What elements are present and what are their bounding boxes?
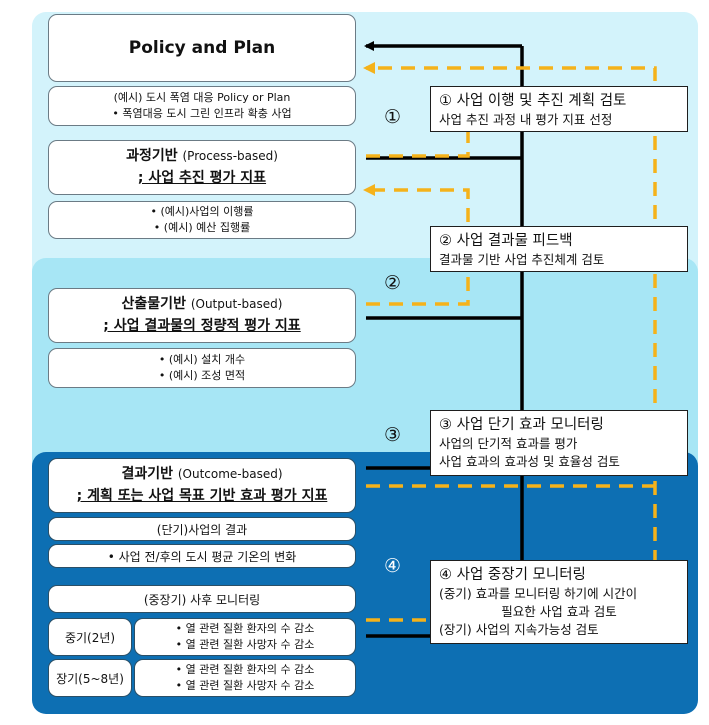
step-4-line-3: (장기) 사업의 지속가능성 검토: [439, 622, 599, 637]
long-term-item-2: 열 관련 질환 사망자 수 감소: [135, 678, 355, 694]
step-3-line-2: 사업 효과의 효과성 및 효율성 검토: [439, 454, 620, 469]
dashed-feedback-outer: [363, 62, 657, 622]
step-1-line-1: 사업 추진 과정 내 평가 지표 선정: [439, 112, 613, 127]
mid-term-item-1: 열 관련 질환 환자의 수 감소: [135, 621, 355, 637]
mid-term-label: 중기(2년): [64, 631, 116, 645]
process-example-1: (예시)사업의 이행률: [49, 204, 355, 220]
outcome-based-box: 결과기반 (Outcome-based) ; 계획 또는 사업 목표 기반 효과…: [48, 458, 356, 513]
mid-term-items-box: 열 관련 질환 환자의 수 감소 열 관련 질환 사망자 수 감소: [134, 618, 356, 656]
step-box-3: ③ 사업 단기 효과 모니터링 사업의 단기적 효과를 평가 사업 효과의 효과…: [430, 410, 688, 476]
step-number-2: ②: [384, 272, 402, 294]
short-term-header: (단기)사업의 결과: [156, 523, 248, 537]
policy-example-line1: (예시) 도시 폭염 대응 Policy or Plan: [113, 91, 291, 104]
long-term-label: 장기(5~8년): [56, 672, 124, 686]
policy-example-line2: 폭염대응 도시 그린 인프라 확충 사업: [49, 106, 355, 122]
process-subtitle: ; 사업 추진 평가 지표: [137, 170, 267, 186]
step-4-line-2: 필요한 사업 효과 검토: [501, 604, 617, 619]
output-title-en: (Output-based): [190, 297, 283, 311]
output-example-2: (예시) 조성 면적: [49, 368, 355, 384]
outcome-title-en: (Outcome-based): [177, 467, 283, 481]
step-4-line-1: (중기) 효과를 모니터링 하기에 시간이: [439, 586, 638, 601]
output-subtitle: ; 사업 결과물의 정량적 평가 지표: [103, 318, 301, 334]
dashed-feedback-output: [363, 184, 470, 306]
policy-plan-box: Policy and Plan: [48, 14, 356, 82]
step-box-1: ① 사업 이행 및 추진 계획 검토 사업 추진 과정 내 평가 지표 선정: [430, 86, 688, 132]
long-term-items-box: 열 관련 질환 환자의 수 감소 열 관련 질환 사망자 수 감소: [134, 659, 356, 697]
step-3-line-1: 사업의 단기적 효과를 평가: [439, 436, 578, 451]
step-number-4: ④: [384, 555, 402, 577]
long-term-header: (중장기) 사후 모니터링: [143, 593, 261, 607]
step-number-1: ①: [384, 106, 402, 128]
process-title: 과정기반: [126, 148, 178, 164]
process-example-2: (예시) 예산 집행률: [49, 220, 355, 236]
policy-example-box: (예시) 도시 폭염 대응 Policy or Plan 폭염대응 도시 그린 …: [48, 86, 356, 126]
output-based-box: 산출물기반 (Output-based) ; 사업 결과물의 정량적 평가 지표: [48, 288, 356, 343]
output-title: 산출물기반: [121, 296, 186, 312]
process-title-en: (Process-based): [182, 149, 278, 163]
short-term-header-box: (단기)사업의 결과: [48, 517, 356, 541]
step-number-3: ③: [384, 424, 402, 446]
step-box-2: ② 사업 결과물 피드백 결과물 기반 사업 추진체계 검토: [430, 226, 688, 272]
mid-term-item-2: 열 관련 질환 사망자 수 감소: [135, 637, 355, 653]
long-term-item-1: 열 관련 질환 환자의 수 감소: [135, 662, 355, 678]
short-term-item-box: 사업 전/후의 도시 평균 기온의 변화: [48, 544, 356, 568]
step-2-line-1: 결과물 기반 사업 추진체계 검토: [439, 252, 605, 267]
step-3-heading: ③ 사업 단기 효과 모니터링: [439, 417, 604, 433]
output-example-box: (예시) 설치 개수 (예시) 조성 면적: [48, 348, 356, 388]
step-box-4: ④ 사업 중장기 모니터링 (중기) 효과를 모니터링 하기에 시간이 필요한 …: [430, 560, 688, 644]
mid-term-label-box: 중기(2년): [48, 618, 132, 656]
output-example-1: (예시) 설치 개수: [49, 352, 355, 368]
policy-plan-title: Policy and Plan: [128, 38, 276, 58]
outcome-title: 결과기반: [121, 466, 173, 482]
process-example-box: (예시)사업의 이행률 (예시) 예산 집행률: [48, 201, 356, 239]
process-based-box: 과정기반 (Process-based) ; 사업 추진 평가 지표: [48, 140, 356, 195]
step-2-heading: ② 사업 결과물 피드백: [439, 233, 573, 249]
short-term-item: 사업 전/후의 도시 평균 기온의 변화: [108, 550, 297, 564]
step-4-heading: ④ 사업 중장기 모니터링: [439, 567, 586, 583]
long-term-header-box: (중장기) 사후 모니터링: [48, 585, 356, 613]
step-1-heading: ① 사업 이행 및 추진 계획 검토: [439, 93, 627, 109]
long-term-label-box: 장기(5~8년): [48, 659, 132, 697]
outcome-subtitle: ; 계획 또는 사업 목표 기반 효과 평가 지표: [76, 488, 328, 504]
